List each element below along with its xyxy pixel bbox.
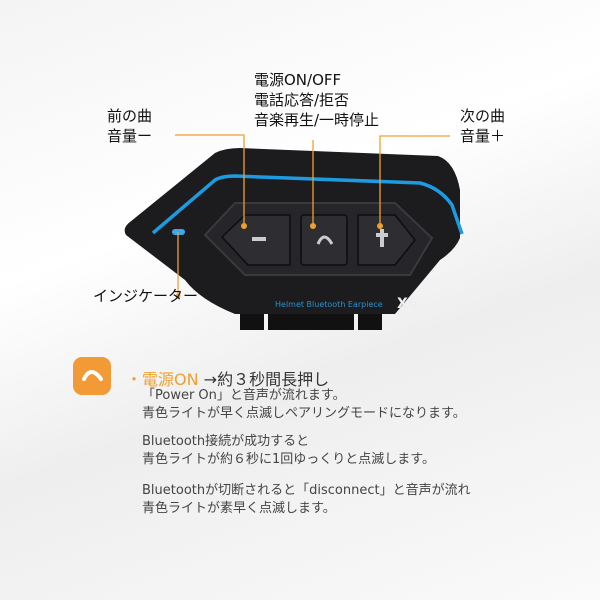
device-model: X6 <box>397 296 418 312</box>
leader-lines <box>175 134 450 296</box>
device-feet <box>240 312 382 330</box>
info-line: Bluetoothが切断されると「disconnect」と音声が流れ <box>142 483 471 498</box>
info-line: 青色ライトが早く点滅しペアリングモードになります。 <box>142 406 466 421</box>
leader-dots <box>175 223 383 299</box>
title-rest: →約３秒間長押し <box>198 370 330 389</box>
phone-button[interactable] <box>300 214 348 266</box>
phone-icon-badge <box>73 357 111 395</box>
info-line: 青色ライトが約６秒に1回ゆっくりと点滅します。 <box>142 452 435 467</box>
phone-icon <box>316 235 334 245</box>
label-line: 前の曲 <box>107 107 153 125</box>
minus-button-label: 前の曲 音量ー <box>107 106 152 146</box>
label-line: 音量ー <box>107 127 153 145</box>
label-line: 音楽再生/一時停止 <box>254 111 380 129</box>
plus-icon <box>376 229 388 247</box>
indicator-label: インジケーター <box>93 287 199 305</box>
plus-button-label: 次の曲 音量＋ <box>460 106 505 146</box>
info-line: 青色ライトが素早く点滅します。 <box>142 501 336 516</box>
phone-icon <box>82 370 103 381</box>
info-line: 「Power On」と音声が流れます。 <box>142 388 346 403</box>
minus-icon <box>252 237 266 241</box>
label-line: 音量＋ <box>460 127 506 145</box>
label-line: 電話応答/拒否 <box>254 91 350 109</box>
device-brand-text: Helmet Bluetooth Earpiece <box>275 300 383 309</box>
info-title: ・電源ON →約３秒間長押し <box>126 366 329 390</box>
bullet: ・ <box>126 370 143 389</box>
minus-button[interactable] <box>220 214 291 266</box>
blue-stripe <box>151 174 464 235</box>
label-line: 次の曲 <box>460 107 506 125</box>
title-highlight: 電源ON <box>142 370 199 389</box>
label-line: 電源ON/OFF <box>254 71 342 89</box>
center-button-label: 電源ON/OFF 電話応答/拒否 音楽再生/一時停止 <box>254 70 379 130</box>
info-line: Bluetooth接続が成功すると <box>142 434 310 449</box>
plus-button[interactable] <box>357 214 416 266</box>
